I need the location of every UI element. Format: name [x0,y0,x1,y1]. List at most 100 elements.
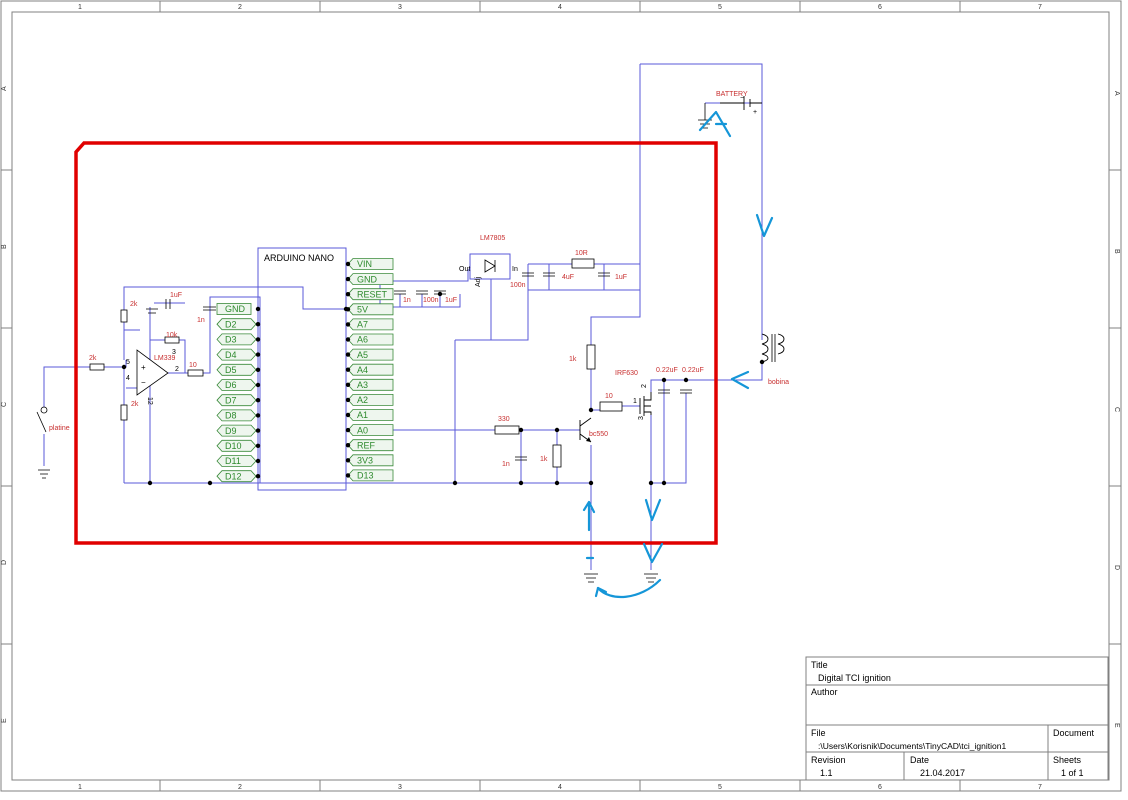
r-10-b-label: 10 [605,393,613,400]
arduino-pin-label: D11 [225,456,241,466]
r-10k-label: 10k [166,332,178,339]
highlight-box [74,141,718,545]
arduino-pin-label: VIN [357,259,372,269]
arrow-ground-up [582,500,596,532]
arduino-pin-a5: A5 [345,348,394,361]
arduino-pin-a1: A1 [345,409,394,421]
platine-label: platine [49,425,70,432]
arduino-pin-label: D8 [225,411,237,421]
c-100n-b-label: 100n [423,297,439,304]
pin-5-label: 5 [126,359,130,366]
grid-column-label: 2 [238,4,242,11]
arduino-pin-label: D4 [225,350,237,360]
arduino-pin-label: A2 [357,395,368,405]
c-100n-a-label: 100n [510,282,526,289]
c-1uf-b-label: 1uF [445,297,457,304]
annotation-arrows [582,110,774,599]
arduino-pin-label: 5V [357,305,368,315]
arduino-nano: ARDUINO NANO GNDD2D3D4D5D6D7D8D9D10D11D1… [216,253,394,483]
r-2k-a-label: 2k [130,301,138,308]
grid-row-label: C [1113,407,1120,412]
arduino-pin-label: D9 [225,426,237,436]
arrow-battery [698,110,732,138]
arduino-pin-label: RESET [357,289,388,299]
arduino-pin-reset: RESET [345,288,394,301]
arduino-pin-label: A4 [357,365,368,375]
arrow-ground-down [642,542,664,564]
c-4uf-label: 4uF [562,274,574,281]
arduino-pin-d3: D3 [216,333,261,346]
arduino-pin-5v: 5V [345,303,394,316]
r-10-a-label: 10 [189,362,197,369]
arduino-pin-a3: A3 [345,378,394,391]
arduino-pin-d5: D5 [216,363,261,376]
lm339-label: LM339 [154,355,176,362]
arduino-pin-d4: D4 [216,348,261,361]
ground-symbols [146,308,658,583]
arduino-pin-d11: D11 [216,455,261,467]
arduino-pin-label: GND [357,274,378,284]
arrow-mosfet-down [644,498,662,522]
c-1uf-a-label: 1uF [615,274,627,281]
r-1k-a-label: 1k [540,456,548,463]
arduino-pin-3v3: 3V3 [345,454,394,467]
pin-12-label: 12 [146,397,153,405]
grid-column-label: 3 [398,784,402,791]
grid-row-label: A [1113,91,1120,96]
arduino-pin-d8: D8 [216,409,261,422]
arduino-pin-label: D13 [357,471,374,481]
battery-label: BATTERY [716,91,748,98]
irf630-label: IRF630 [615,370,638,377]
grid-row-label: C [1,402,8,407]
revision-value: 1.1 [820,768,833,778]
arduino-pin-label: A5 [357,350,368,360]
arduino-pin-a2: A2 [345,394,394,406]
junction-dots [121,291,765,486]
lm7805-regulator: LM7805 Out In Adj [459,235,518,287]
svg-text:+: + [141,363,146,372]
lm339-comparator: + − LM339 5 4 3 2 12 [126,349,179,405]
c-1uf-c-label: 1uF [170,292,182,299]
title-value: Digital TCI ignition [818,673,891,683]
date-value: 21.04.2017 [920,768,965,778]
c-1n-a-label: 1n [403,297,411,304]
grid-column-label: 5 [718,4,722,11]
arduino-pin-label: D2 [225,319,237,329]
inner-frame [11,11,1110,781]
grid-column-label: 3 [398,4,402,11]
svg-text:−: − [141,378,146,387]
grid-column-label: 1 [78,4,82,11]
grid-column-label: 4 [558,784,562,791]
battery: − + BATTERY [698,91,762,129]
lm7805-label: LM7805 [480,235,505,242]
arduino-pin-d2: D2 [216,318,261,331]
sheets-value: 1 of 1 [1061,768,1084,778]
r-330-label: 330 [498,416,510,423]
grid-column-label: 5 [718,784,722,791]
arduino-pin-label: D10 [225,441,242,451]
grid-row-label: B [1113,249,1120,254]
arduino-pin-label: 3V3 [357,456,373,466]
arduino-pin-label: A7 [357,320,368,330]
arduino-pin-a0: A0 [345,424,394,436]
mosfet-pin-2-label: 2 [641,384,648,388]
pin-4-label: 4 [126,375,130,382]
grid-row-label: E [1,718,8,723]
pin-2-label: 2 [175,366,179,373]
grid-row-label: B [1,244,8,249]
arduino-pin-label: D5 [225,365,237,375]
grid-column-label: 1 [78,784,82,791]
arduino-pin-a6: A6 [345,333,394,346]
bobina-label: bobina [768,379,789,386]
reg-in-label: In [512,266,518,273]
grid-column-label: 7 [1038,4,1042,11]
arduino-pin-label: A3 [357,380,368,390]
c-1n-b-label: 1n [197,317,205,324]
grid-row-label: D [1113,565,1120,570]
arduino-pin-label: REF [357,440,376,450]
arduino-pin-a4: A4 [345,363,394,376]
grid-column-label: 6 [878,784,882,791]
arduino-pin-label: D6 [225,380,237,390]
